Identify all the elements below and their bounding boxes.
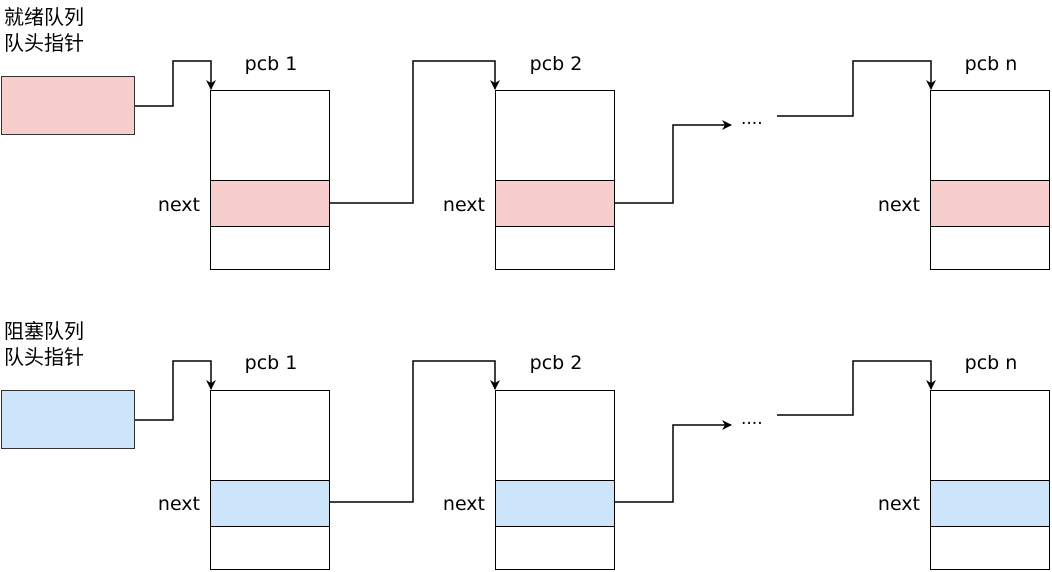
blocked-pcbn-next-label: next xyxy=(877,493,920,515)
ready-pcb1-next-field xyxy=(211,180,329,227)
ready-pcbn-title: pcb n xyxy=(964,53,1018,75)
blocked-ellipsis-to-pcbn-arrow xyxy=(777,360,936,416)
blocked-queue-label: 阻塞队列 队头指针 xyxy=(4,318,144,370)
blocked-queue-label-line2: 队头指针 xyxy=(4,345,84,369)
ready-queue-head-pointer xyxy=(1,76,135,135)
blocked-pcb1-title: pcb 1 xyxy=(244,352,298,374)
ready-pcb2-next-label: next xyxy=(442,194,485,216)
ready-pcb1-title: pcb 1 xyxy=(244,53,298,75)
blocked-pcb1-to-pcb2-arrow xyxy=(330,360,500,503)
blocked-pcb2-to-ellipsis-arrow xyxy=(615,420,732,503)
blocked-pcb2-block xyxy=(495,390,615,570)
ready-head-to-pcb1-arrow xyxy=(135,60,216,107)
blocked-queue-head-pointer xyxy=(1,390,135,449)
blocked-pcb2-next-label: next xyxy=(442,493,485,515)
ready-queue-label-line1: 就绪队列 xyxy=(4,5,84,29)
ready-pcbn-next-field xyxy=(931,180,1049,227)
ready-pcb2-title: pcb 2 xyxy=(529,53,583,75)
ready-ellipsis-to-pcbn-arrow xyxy=(777,60,936,117)
ready-pcb2-to-ellipsis-arrow xyxy=(615,120,732,204)
ready-pcb1-to-pcb2-arrow xyxy=(330,60,500,204)
ready-pcb1-block xyxy=(210,90,330,270)
ready-ellipsis: .... xyxy=(741,109,763,129)
ready-pcb2-block xyxy=(495,90,615,270)
ready-queue-label: 就绪队列 队头指针 xyxy=(4,4,144,56)
ready-pcb1-next-label: next xyxy=(157,194,200,216)
blocked-pcbn-next-field xyxy=(931,480,1049,527)
blocked-queue-label-line1: 阻塞队列 xyxy=(4,319,84,343)
ready-pcbn-next-label: next xyxy=(877,194,920,216)
ready-pcbn-block xyxy=(930,90,1050,270)
ready-queue-label-line2: 队头指针 xyxy=(4,31,84,55)
blocked-pcb1-next-field xyxy=(211,480,329,527)
blocked-pcbn-title: pcb n xyxy=(964,352,1018,374)
blocked-pcb1-block xyxy=(210,390,330,570)
blocked-pcb2-title: pcb 2 xyxy=(529,352,583,374)
blocked-pcb2-next-field xyxy=(496,480,614,527)
blocked-pcb1-next-label: next xyxy=(157,493,200,515)
ready-pcb2-next-field xyxy=(496,180,614,227)
blocked-pcbn-block xyxy=(930,390,1050,570)
blocked-ellipsis: .... xyxy=(741,409,763,429)
blocked-head-to-pcb1-arrow xyxy=(135,360,216,421)
